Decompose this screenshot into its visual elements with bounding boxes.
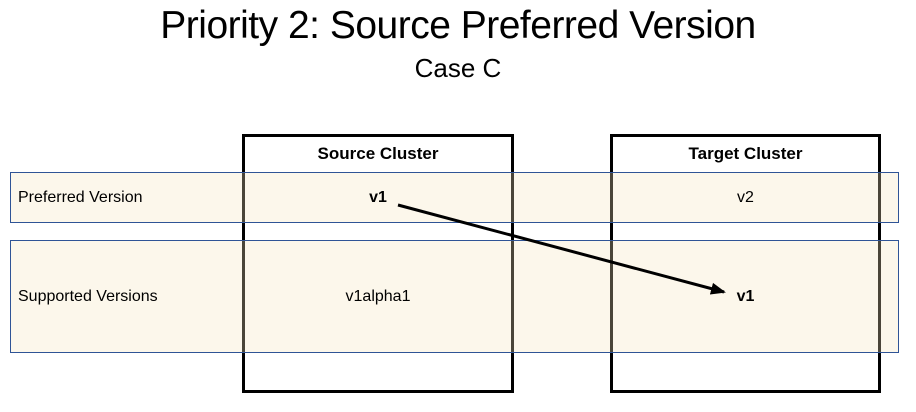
source-supported-versions-value: v1alpha1 (345, 288, 411, 305)
slide-subtitle: Case C (414, 53, 502, 83)
target-preferred-version-value: v2 (737, 189, 754, 206)
target-cluster-header: Target Cluster (688, 144, 803, 163)
slide-title: Priority 2: Source Preferred Version (160, 4, 756, 47)
preferred-version-row-label: Preferred Version (18, 189, 143, 206)
supported-versions-row-label: Supported Versions (18, 288, 158, 305)
source-preferred-version-value: v1 (369, 189, 387, 206)
target-supported-versions-value: v1 (736, 288, 755, 305)
source-cluster-header: Source Cluster (317, 144, 439, 163)
